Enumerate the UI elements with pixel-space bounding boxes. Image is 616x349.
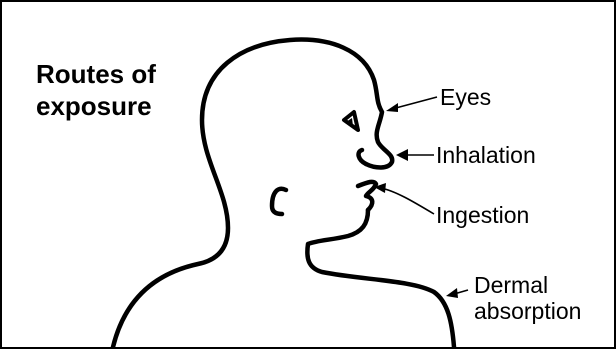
eyes-pointer <box>386 97 437 112</box>
label-ingestion: Ingestion <box>436 202 529 228</box>
ingestion-pointer <box>374 183 434 214</box>
diagram-title: Routes of exposure <box>36 58 156 122</box>
label-inhalation: Inhalation <box>436 142 536 168</box>
label-eyes: Eyes <box>440 84 491 110</box>
label-dermal-line-1: Dermal <box>474 272 581 298</box>
jaw-outline <box>307 210 454 347</box>
mouth <box>358 182 376 210</box>
dermal-pointer <box>446 288 468 298</box>
title-line-2: exposure <box>36 90 156 122</box>
inhalation-pointer <box>396 149 434 161</box>
label-dermal-absorption: Dermal absorption <box>474 272 581 324</box>
label-dermal-line-2: absorption <box>474 298 581 324</box>
ear <box>272 189 286 214</box>
nostril <box>359 150 366 164</box>
title-line-1: Routes of <box>36 58 156 90</box>
